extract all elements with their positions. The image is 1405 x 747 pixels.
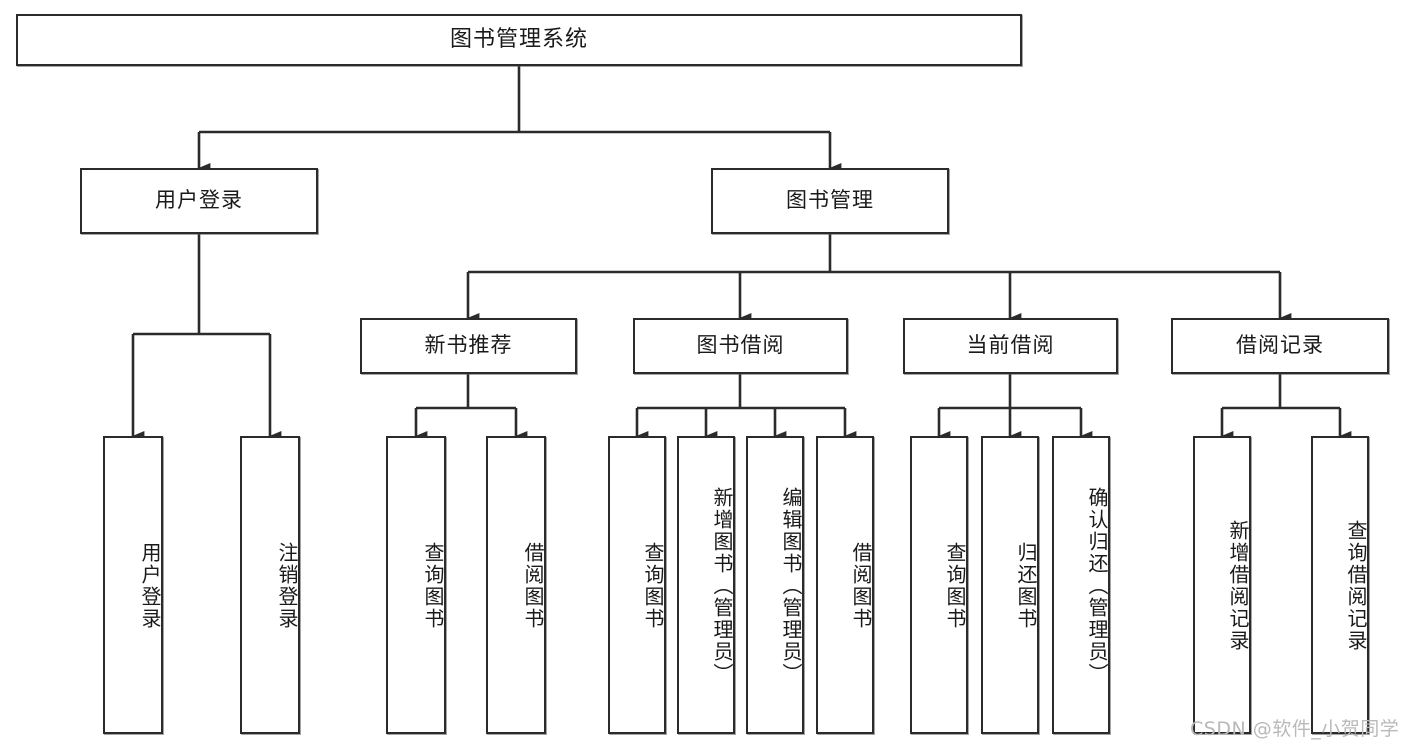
leaf-current-borrow-query-book[interactable]: 查询图书 [910,436,968,734]
node-root-book-management-system[interactable]: 图书管理系统 [16,14,1022,66]
node-label: 用户登录 [138,542,162,630]
node-current-borrow[interactable]: 当前借阅 [903,318,1118,374]
leaf-book-borrow-add-book-admin[interactable]: 新增图书（管理员） [677,436,735,734]
leaf-current-borrow-return-book[interactable]: 归还图书 [981,436,1039,734]
node-label: 查询图书 [641,542,665,630]
leaf-current-borrow-confirm-return-admin[interactable]: 确认归还（管理员） [1052,436,1110,734]
leaf-book-borrow-borrow-book[interactable]: 借阅图书 [816,436,874,734]
leaf-user-login-logout[interactable]: 注销登录 [240,436,300,734]
csdn-watermark: CSDN @软件_小贺同学 [1190,718,1400,740]
node-label: 查询图书 [421,542,445,630]
node-label: 新增图书（管理员） [710,487,734,685]
leaf-new-book-query-book[interactable]: 查询图书 [386,436,446,734]
leaf-user-login-login[interactable]: 用户登录 [103,436,163,734]
node-label: 编辑图书（管理员） [779,487,803,685]
leaf-new-book-borrow-book[interactable]: 借阅图书 [486,436,546,734]
leaf-book-borrow-query-book[interactable]: 查询图书 [608,436,666,734]
node-book-management[interactable]: 图书管理 [711,168,949,234]
node-label: 查询借阅记录 [1344,520,1368,652]
node-user-login[interactable]: 用户登录 [80,168,318,234]
leaf-borrow-record-query-record[interactable]: 查询借阅记录 [1311,436,1369,734]
node-label: 新增借阅记录 [1226,520,1250,652]
node-label: 归还图书 [1014,542,1038,630]
node-new-book-recommend[interactable]: 新书推荐 [360,318,577,374]
node-label: 确认归还（管理员） [1085,487,1109,685]
leaf-borrow-record-add-record[interactable]: 新增借阅记录 [1193,436,1251,734]
node-label: 借阅图书 [849,542,873,630]
node-book-borrow[interactable]: 图书借阅 [633,318,848,374]
node-label: 借阅记录 [1236,333,1324,358]
node-label: 借阅图书 [521,542,545,630]
node-label: 用户登录 [155,188,243,213]
node-label: 图书管理系统 [449,26,588,52]
leaf-book-borrow-edit-book-admin[interactable]: 编辑图书（管理员） [746,436,804,734]
node-borrow-record[interactable]: 借阅记录 [1171,318,1389,374]
node-label: 当前借阅 [966,333,1055,358]
node-label: 查询图书 [943,542,967,630]
node-label: 图书管理 [786,188,874,213]
node-label: 新书推荐 [424,333,513,358]
node-label: 图书借阅 [696,333,785,358]
node-label: 注销登录 [275,542,299,630]
